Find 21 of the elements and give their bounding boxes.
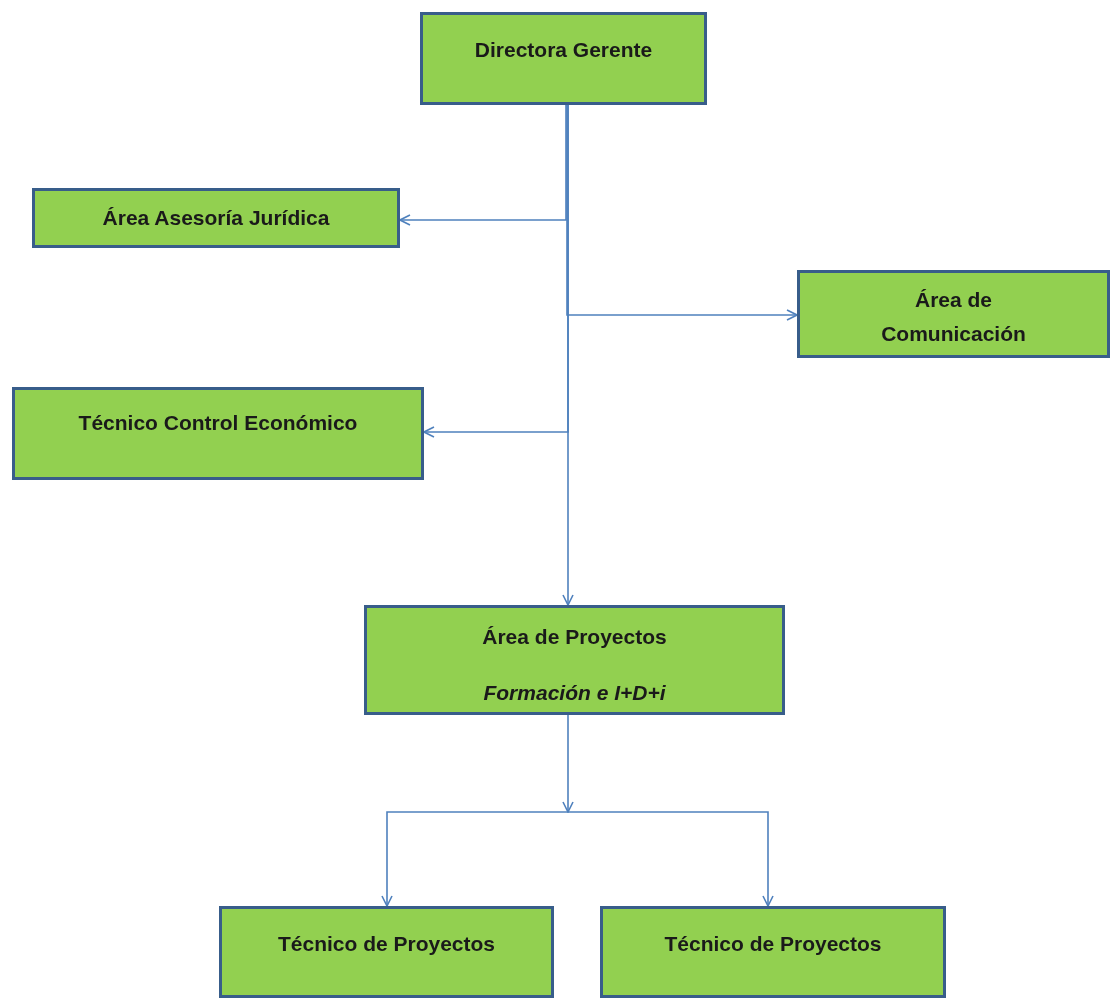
org-box <box>797 270 1110 358</box>
org-box <box>219 906 554 998</box>
connector-arrow <box>381 811 569 907</box>
box-title: Técnico de Proyectos <box>276 931 497 957</box>
box-title: Área de Comunicación <box>880 287 1027 347</box>
box-title: Técnico de Proyectos <box>663 931 883 957</box>
connector-arrow <box>399 104 567 226</box>
box-title: Área de Proyectos <box>481 624 668 650</box>
connector-arrow <box>567 811 774 907</box>
org-box <box>12 387 424 480</box>
org-box <box>364 605 785 715</box>
box-title: Directora Gerente <box>473 37 654 63</box>
org-box <box>600 906 946 998</box>
connector-arrow <box>562 714 574 813</box>
box-subtitle: Formación e I+D+i <box>482 680 667 706</box>
connector-arrow <box>562 104 574 606</box>
org-box <box>420 12 707 105</box>
box-title: Técnico Control Económico <box>77 410 359 436</box>
box-title: Área Asesoría Jurídica <box>101 205 331 231</box>
connector-arrow <box>566 104 798 321</box>
org-box <box>32 188 400 248</box>
